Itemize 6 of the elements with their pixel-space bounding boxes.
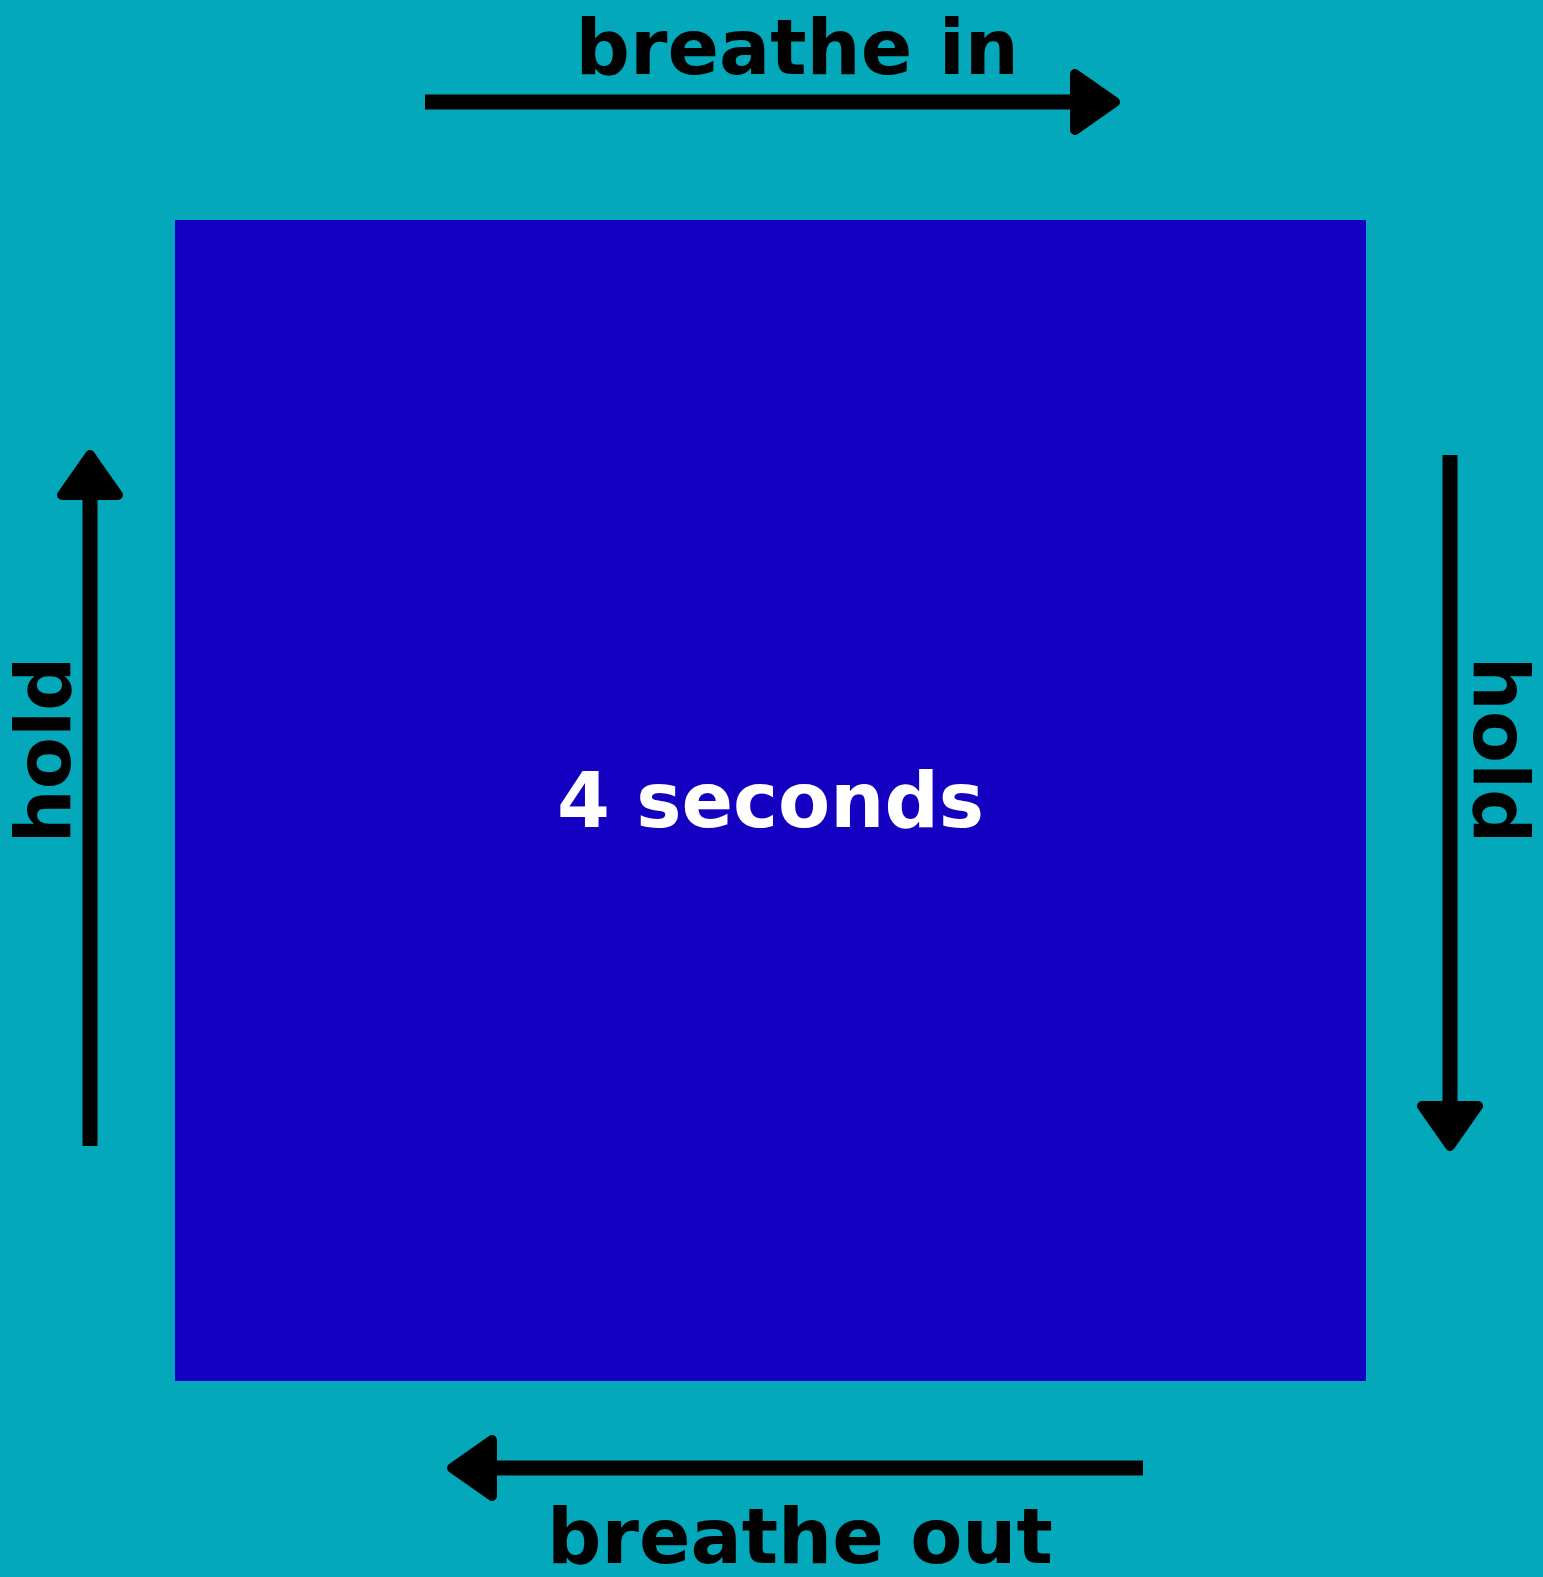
step-label: hold <box>1461 656 1538 844</box>
step-label: hold <box>5 656 82 844</box>
square-panel <box>175 220 1366 1381</box>
step-label: breathe in <box>575 10 1019 86</box>
step-label: breathe out <box>547 1499 1053 1575</box>
duration-text: 4 seconds <box>556 762 985 839</box>
